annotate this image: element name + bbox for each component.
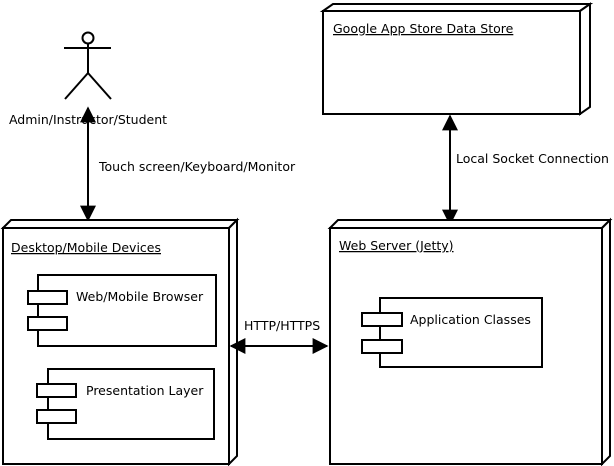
actor-devices-label: Touch screen/Keyboard/Monitor (98, 159, 296, 174)
component-tab-icon (361, 312, 403, 327)
component-presentation-layer (36, 368, 215, 440)
component-tab-icon (361, 339, 403, 354)
devices-server-label: HTTP/HTTPS (244, 318, 320, 333)
component-web-browser (27, 274, 217, 347)
component-application-classes-label: Application Classes (410, 312, 531, 327)
datastore-node (319, 2, 594, 116)
datastore-title: Google App Store Data Store (333, 21, 514, 36)
component-presentation-layer-label: Presentation Layer (86, 383, 204, 398)
devices-title: Desktop/Mobile Devices (11, 240, 161, 255)
component-tab-icon (27, 316, 68, 331)
datastore-server-label: Local Socket Connection (456, 151, 609, 166)
component-web-browser-label: Web/Mobile Browser (76, 289, 204, 304)
server-title: Web Server (Jetty) (339, 238, 454, 253)
component-tab-icon (36, 383, 77, 398)
component-tab-icon (36, 409, 77, 424)
component-tab-icon (27, 290, 68, 305)
actor-figure (64, 31, 112, 100)
actor-head (81, 31, 95, 45)
component-application-classes (361, 297, 543, 368)
